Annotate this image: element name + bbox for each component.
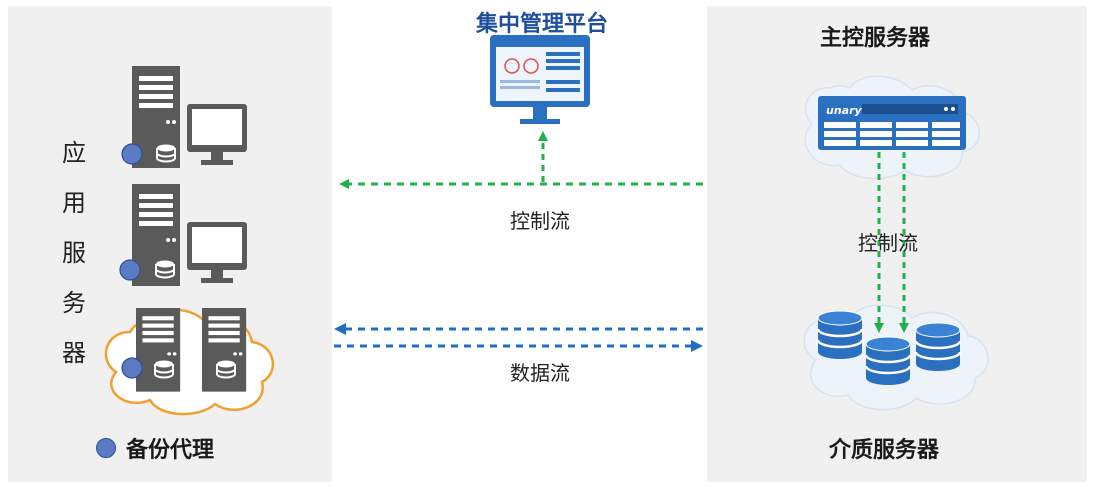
application-server-1 [121, 66, 247, 168]
backup-agent-dot [121, 143, 143, 165]
media-server-title: 介质服务器 [829, 438, 940, 463]
application-server-2 [119, 184, 247, 286]
management-platform-title: 集中管理平台 [476, 12, 609, 37]
backup-agent-legend-label: 备份代理 [126, 438, 215, 463]
brand-logo: unary [826, 104, 863, 117]
data-flow-label: 数据流 [510, 361, 570, 385]
vertical-char: 用 [62, 189, 86, 217]
backup-agent-dot [121, 357, 143, 379]
legend: 备份代理 [96, 432, 214, 464]
backup-agent-legend-dot [96, 438, 116, 458]
management-console-monitor [490, 35, 590, 124]
main-server-title: 主控服务器 [820, 26, 931, 51]
database-icon [816, 309, 864, 361]
vertical-char: 务 [62, 289, 86, 317]
control-flow-label-right: 控制流 [858, 231, 918, 255]
vertical-char: 器 [62, 339, 86, 367]
vertical-char: 服 [62, 239, 86, 267]
main-control-server: unary [804, 75, 980, 180]
application-server-vertical-label: 应 用 服 务 器 [58, 128, 90, 378]
cloud-application-servers [104, 308, 275, 416]
media-server [803, 304, 989, 411]
backup-agent-dot [119, 259, 141, 281]
vertical-char: 应 [62, 139, 86, 167]
database-icon [914, 321, 962, 373]
database-icon [864, 335, 912, 387]
control-flow-label: 控制流 [510, 209, 570, 233]
